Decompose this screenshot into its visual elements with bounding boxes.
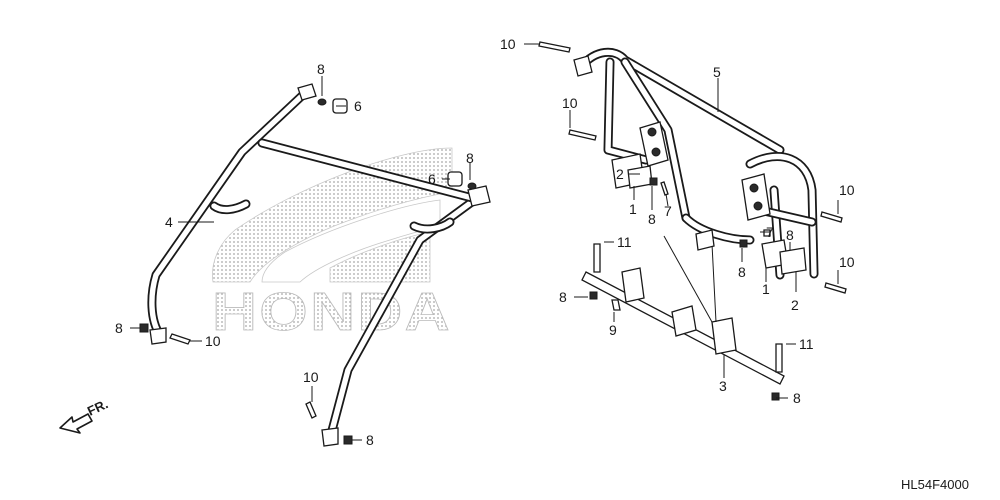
callout-8: 8 — [317, 61, 325, 77]
callout-4: 4 — [165, 214, 173, 230]
honda-watermark-text: HONDA — [212, 282, 452, 342]
front-arrow-icon — [59, 413, 93, 434]
leader-lines — [130, 43, 839, 441]
callout-10: 10 — [839, 254, 855, 270]
rear-fasteners — [538, 41, 847, 294]
callout-labels: 10 5 10 8 6 8 6 4 2 1 8 7 10 7 8 11 8 10… — [115, 36, 855, 448]
diagram-code: HL54F4000 — [901, 477, 969, 492]
callout-10: 10 — [839, 182, 855, 198]
callout-8: 8 — [738, 264, 746, 280]
front-direction-indicator: FR. — [59, 396, 110, 434]
callout-6: 6 — [428, 171, 436, 187]
callout-8: 8 — [559, 289, 567, 305]
callout-7: 7 — [664, 203, 672, 219]
callout-10: 10 — [500, 36, 516, 52]
front-indicator-label: FR. — [85, 396, 110, 418]
callout-10: 10 — [562, 95, 578, 111]
front-roll-bar — [147, 83, 491, 447]
callout-6: 6 — [354, 98, 362, 114]
callout-8: 8 — [793, 390, 801, 406]
callout-8: 8 — [786, 227, 794, 243]
callout-11: 11 — [799, 336, 814, 352]
callout-8: 8 — [648, 211, 656, 227]
callout-10: 10 — [303, 369, 319, 385]
bracket-parts-right — [739, 229, 807, 275]
callout-3: 3 — [719, 378, 727, 394]
bushing-6-right — [447, 171, 477, 190]
callout-11: 11 — [617, 234, 632, 250]
cross-brace — [581, 229, 785, 401]
callout-2: 2 — [791, 297, 799, 313]
callout-1: 1 — [762, 281, 770, 297]
callout-7: 7 — [766, 224, 774, 240]
bracket-parts-left — [611, 153, 669, 196]
callout-8: 8 — [466, 150, 474, 166]
callout-9: 9 — [609, 322, 617, 338]
callout-8: 8 — [366, 432, 374, 448]
callout-1: 1 — [629, 201, 637, 217]
callout-2: 2 — [616, 166, 624, 182]
callout-5: 5 — [713, 64, 721, 80]
front-fasteners — [139, 323, 353, 445]
callout-8: 8 — [115, 320, 123, 336]
callout-10: 10 — [205, 333, 221, 349]
